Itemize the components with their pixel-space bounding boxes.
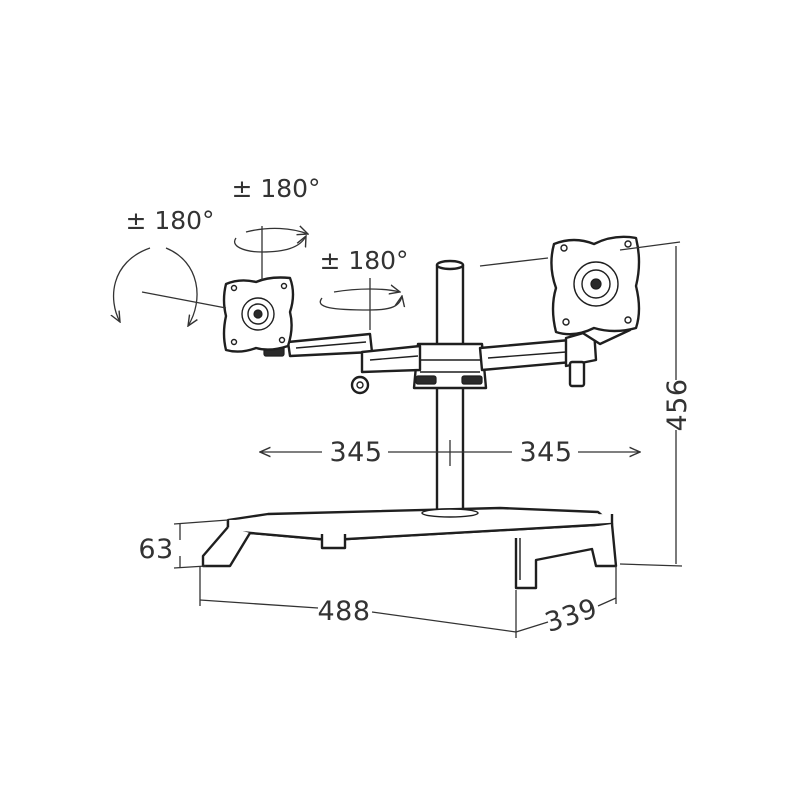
right-vesa-plate bbox=[550, 235, 641, 336]
pole bbox=[421, 259, 479, 518]
dim-base-height: 63 bbox=[138, 534, 173, 565]
dimension-lines bbox=[173, 241, 683, 638]
base-plate bbox=[201, 506, 618, 590]
right-arm bbox=[478, 318, 632, 388]
left-vesa-plate bbox=[222, 276, 295, 353]
dim-total-height: 456 bbox=[662, 378, 693, 431]
rotation-swivel-mid-label: ± 180° bbox=[319, 246, 408, 275]
rotation-arrows bbox=[114, 226, 402, 330]
pole-clamp bbox=[412, 342, 488, 390]
rotation-tilt-label: ± 180° bbox=[125, 206, 214, 235]
dim-arm-left: 345 bbox=[329, 437, 382, 468]
dim-arm-right: 345 bbox=[519, 437, 572, 468]
dim-base-depth: 339 bbox=[541, 593, 601, 639]
left-arm bbox=[263, 332, 422, 395]
dim-base-width: 488 bbox=[317, 596, 370, 627]
rotation-swivel-top-label: ± 180° bbox=[231, 174, 320, 203]
